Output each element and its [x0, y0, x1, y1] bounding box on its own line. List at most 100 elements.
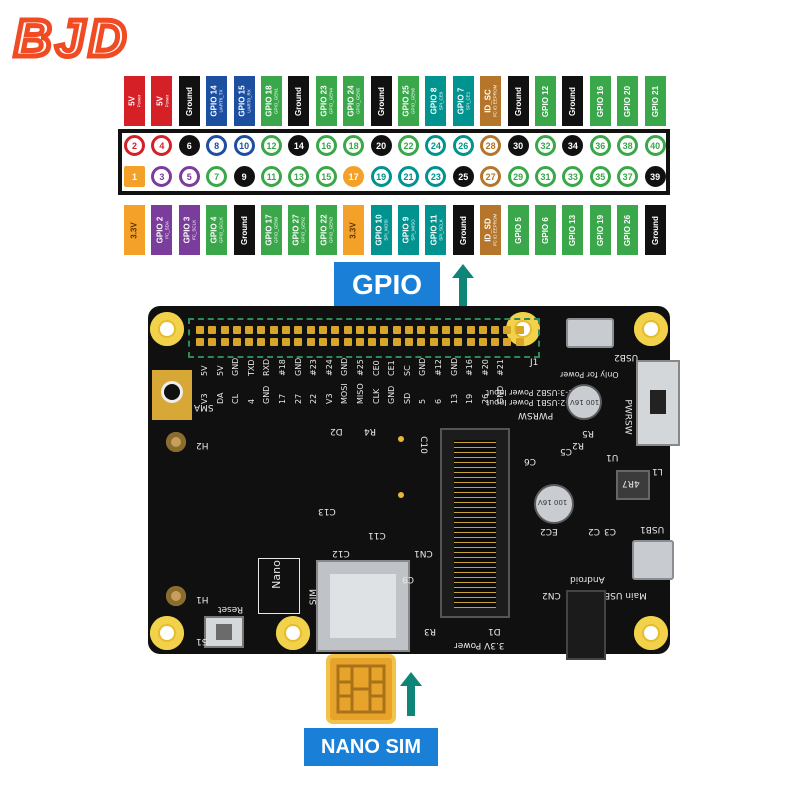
- board-pin-name: #20: [480, 359, 490, 376]
- silk-c9: C9: [402, 574, 415, 584]
- pin-label-subtext: Power: [136, 94, 142, 108]
- header-pin-pad: [405, 326, 414, 334]
- header-pin-pad: [257, 326, 266, 334]
- board-pin-name: TXD: [246, 359, 256, 376]
- header-pin-pad: [343, 326, 352, 334]
- pin-label-tag: GPIO 26: [617, 205, 639, 255]
- board-pin-name: GND: [418, 357, 428, 376]
- board-pin-name: RXD: [262, 358, 272, 376]
- board-pin-name: 5: [418, 398, 428, 404]
- pin-label-text: GPIO 5: [513, 216, 523, 244]
- header-pin-pad: [282, 338, 291, 346]
- usb2-port[interactable]: [566, 318, 614, 348]
- pin-label-subtext: GPIO_GEN3: [328, 217, 334, 244]
- pin-label-tag: GPIO 21: [644, 76, 666, 126]
- pin-label-subtext: SPI_SCLK: [437, 219, 443, 241]
- header-pin-23: 23: [425, 166, 447, 187]
- pin-label-text: 3.3V: [130, 221, 139, 239]
- header-pin-33: 33: [562, 166, 584, 187]
- silk-r4: R4: [364, 426, 376, 436]
- pin-label-tag: Ground: [507, 76, 529, 126]
- silk-c6: C6: [524, 456, 537, 466]
- gpio-label: GPIO: [334, 262, 440, 308]
- silk-h2: H2: [196, 440, 209, 450]
- pin-label-subtext: SPI_MOSI: [383, 219, 389, 241]
- header-pin-pad: [417, 326, 426, 334]
- usb1-port[interactable]: [632, 540, 674, 580]
- board-pin-name: DA: [215, 392, 225, 405]
- switch-knob[interactable]: [650, 390, 666, 414]
- silk-pwrsw: PWRSW: [518, 410, 554, 420]
- silk-power-input-1: 1-2:USB1 Power Input: [486, 398, 574, 407]
- silk-c3: C3: [604, 526, 617, 536]
- pin-label-tag: GPIO 12: [535, 76, 556, 126]
- reset-button-cap[interactable]: [216, 624, 232, 640]
- header-pin-pad: [343, 338, 352, 346]
- header-pin-pad: [269, 326, 278, 334]
- board-pin-name: SC: [402, 365, 412, 376]
- header-pin-9: 9: [233, 166, 255, 187]
- board-pin-name: #23: [309, 359, 319, 376]
- audio-jack-cn2[interactable]: [566, 590, 606, 660]
- pin-label-text: GPIO 25: [401, 85, 411, 117]
- pin-label-tag: Ground: [452, 205, 474, 255]
- mount-hole-bottom-left: [150, 616, 184, 650]
- pin-label-text: 3.3V: [349, 221, 359, 239]
- header-pin-6: 6: [178, 135, 200, 156]
- header-pin-pad: [466, 338, 475, 346]
- mount-hole-top-right: [634, 312, 668, 346]
- pin-label-text: GPIO 13: [568, 214, 578, 246]
- pin-label-subtext: UART0_RX: [246, 89, 252, 113]
- header-pin-pad: [478, 338, 487, 346]
- header-pin-pad: [208, 338, 217, 346]
- inductor-value: 4R7: [622, 478, 640, 488]
- pin-label-text: Ground: [568, 86, 578, 116]
- pin-label-subtext: SPI_CE1: [465, 91, 471, 111]
- header-pin-pad: [245, 326, 254, 334]
- header-pin-pad: [220, 338, 229, 346]
- board-pin-name: 6: [434, 398, 443, 404]
- silk-usb2: USB2: [614, 352, 639, 362]
- silk-pwrsw-label: PWRSW: [622, 399, 633, 435]
- pin-label-text: GPIO 2: [154, 216, 164, 244]
- cap-top-value: 100 16V: [570, 398, 600, 406]
- nano-sim-card: [330, 658, 392, 720]
- pin-label-tag: GPIO 13: [562, 205, 584, 255]
- silk-c13: C13: [318, 506, 336, 516]
- board-gpio-header: [188, 318, 540, 358]
- header-pin-pad: [232, 338, 241, 346]
- board-pin-name: 17: [278, 393, 287, 404]
- header-pin-pad: [466, 326, 475, 334]
- board-pin-name: #24: [324, 359, 334, 376]
- board-pin-name: 27: [293, 393, 303, 404]
- pin-label-text: GPIO 20: [623, 85, 633, 117]
- test-pad: [398, 492, 404, 498]
- silk-c10: C10: [417, 436, 428, 454]
- header-pin-8: 8: [206, 135, 228, 156]
- header-pin-pad: [491, 338, 500, 346]
- pin-label-tag: Ground: [370, 76, 392, 126]
- silk-j1: J1: [530, 358, 539, 368]
- header-pin-pad: [429, 338, 438, 346]
- header-pin-pad: [478, 326, 487, 334]
- header-pin-11: 11: [261, 166, 282, 187]
- pin-label-subtext: GPIO_GEN0: [273, 217, 279, 244]
- silk-h1: H1: [196, 594, 209, 604]
- pin-label-text: GPIO 22: [319, 214, 329, 246]
- header-pin-29: 29: [507, 166, 529, 187]
- board-pin-name: #21: [496, 359, 506, 376]
- pin-label-tag: GPIO 16: [589, 76, 611, 126]
- silk-main-usb: Main USB: [604, 590, 647, 600]
- header-pin-pad: [503, 326, 512, 334]
- board-pin-name: 22: [309, 393, 319, 404]
- header-pin-12: 12: [261, 135, 282, 156]
- pin-label-text: Ground: [239, 215, 249, 245]
- board-pin-name: #16: [465, 359, 475, 376]
